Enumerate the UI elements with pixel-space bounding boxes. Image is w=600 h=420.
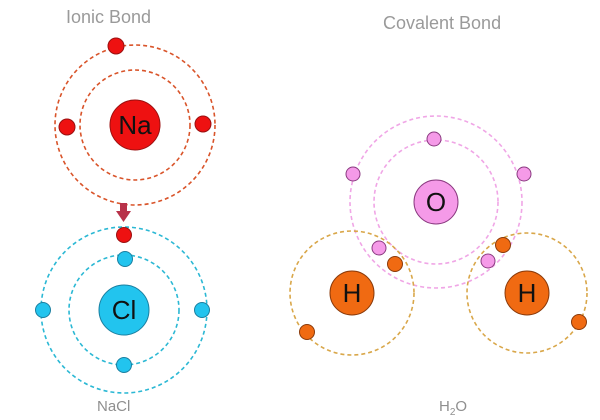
hydrogen-left-label: H bbox=[343, 278, 362, 308]
transferred-electron bbox=[116, 227, 132, 243]
sodium-atom: Na bbox=[54, 37, 216, 206]
chlorine-electron bbox=[116, 357, 132, 373]
oxygen-electron bbox=[345, 166, 361, 182]
covalent-bond-title: Covalent Bond bbox=[383, 13, 502, 33]
hydrogen-right-label: H bbox=[518, 278, 537, 308]
sodium-outer-shell bbox=[54, 44, 216, 206]
oxygen-outer-shell bbox=[349, 115, 523, 289]
hydrogen-electron bbox=[495, 237, 511, 253]
electron-transfer-arrow bbox=[116, 203, 131, 222]
chlorine-electron bbox=[117, 251, 133, 267]
sodium-electron bbox=[194, 115, 212, 133]
hydrogen-right-nucleus bbox=[504, 270, 550, 316]
oxygen-inner-shell bbox=[373, 139, 499, 265]
ionic-bond-title: Ionic Bond bbox=[66, 7, 152, 27]
chlorine-atom: Cl bbox=[35, 226, 210, 394]
water-caption-tail: O bbox=[455, 398, 468, 415]
chlorine-label: Cl bbox=[112, 295, 137, 325]
hydrogen-right-shell bbox=[466, 232, 588, 354]
oxygen-label: O bbox=[426, 187, 446, 217]
water-caption-main: H bbox=[439, 398, 450, 415]
hydrogen-left-shell bbox=[289, 230, 415, 356]
hydrogen-atom-left: H bbox=[289, 230, 415, 356]
hydrogen-electron bbox=[299, 324, 315, 340]
sodium-nucleus bbox=[109, 99, 161, 151]
oxygen-electron bbox=[426, 131, 442, 147]
sodium-electron bbox=[58, 118, 76, 136]
oxygen-electron bbox=[516, 166, 532, 182]
hydrogen-electron bbox=[387, 256, 403, 272]
oxygen-atom: O bbox=[345, 115, 532, 289]
sodium-electron bbox=[107, 37, 125, 55]
chlorine-electron bbox=[35, 302, 51, 318]
nacl-caption: NaCl bbox=[97, 398, 131, 415]
chlorine-nucleus bbox=[98, 284, 150, 336]
water-caption: H2O bbox=[439, 398, 467, 418]
oxygen-electron bbox=[371, 240, 387, 256]
water-caption-subscript: 2 bbox=[449, 407, 456, 418]
oxygen-electron bbox=[480, 253, 496, 269]
hydrogen-left-nucleus bbox=[329, 270, 375, 316]
oxygen-nucleus bbox=[413, 179, 459, 225]
chlorine-electron bbox=[194, 302, 210, 318]
sodium-inner-shell bbox=[79, 69, 191, 181]
hydrogen-atom-right: H bbox=[466, 232, 588, 354]
hydrogen-electron bbox=[571, 314, 587, 330]
sodium-label: Na bbox=[118, 110, 152, 140]
